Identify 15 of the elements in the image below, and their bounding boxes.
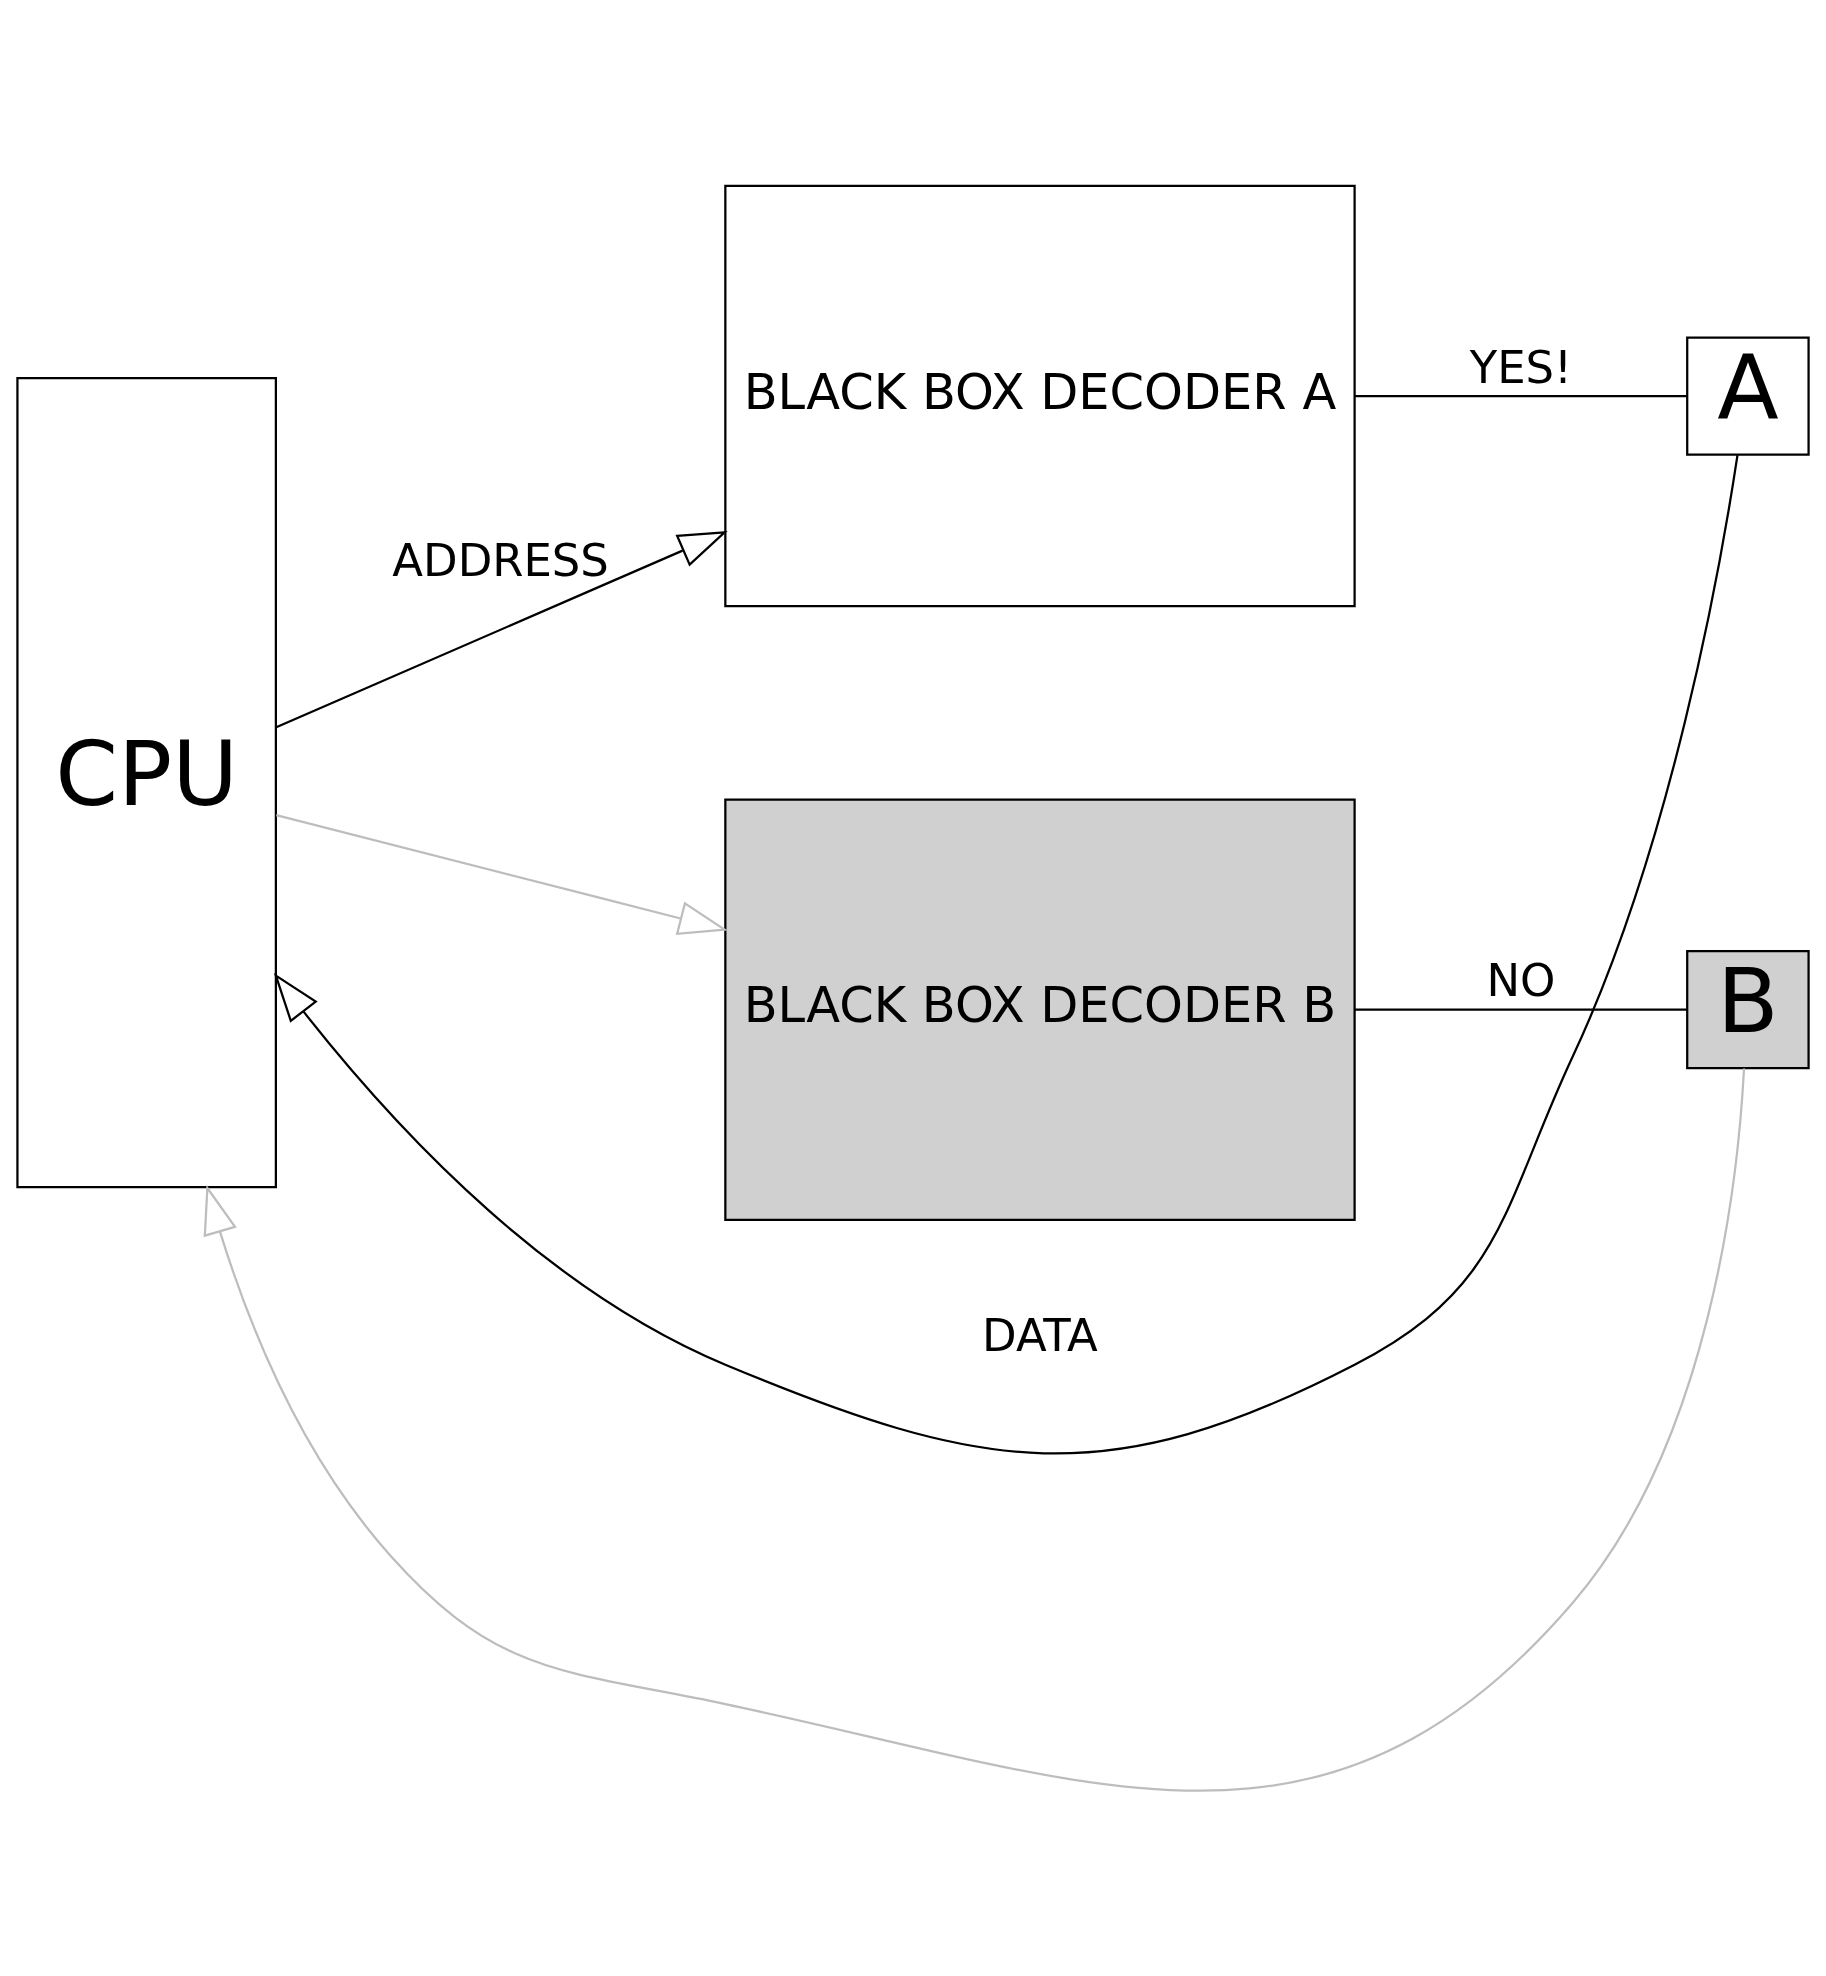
edge-label: DATA [982, 1308, 1098, 1362]
edge-label: ADDRESS [392, 533, 609, 587]
arrow [275, 813, 728, 935]
connector [1354, 394, 1688, 397]
connector [1354, 1008, 1688, 1011]
node-box: CPU [16, 376, 277, 1188]
node-box: A [1686, 336, 1810, 456]
node-box: BLACK BOX DECODER A [724, 184, 1356, 607]
arrow [203, 1067, 1746, 1792]
arrow [273, 454, 1739, 1454]
node-box: BLACK BOX DECODER B [724, 797, 1356, 1221]
arrow [275, 530, 728, 728]
edge-label: YES! [1469, 340, 1573, 394]
node-box: B [1686, 949, 1810, 1069]
edge-label: NO [1486, 953, 1556, 1007]
